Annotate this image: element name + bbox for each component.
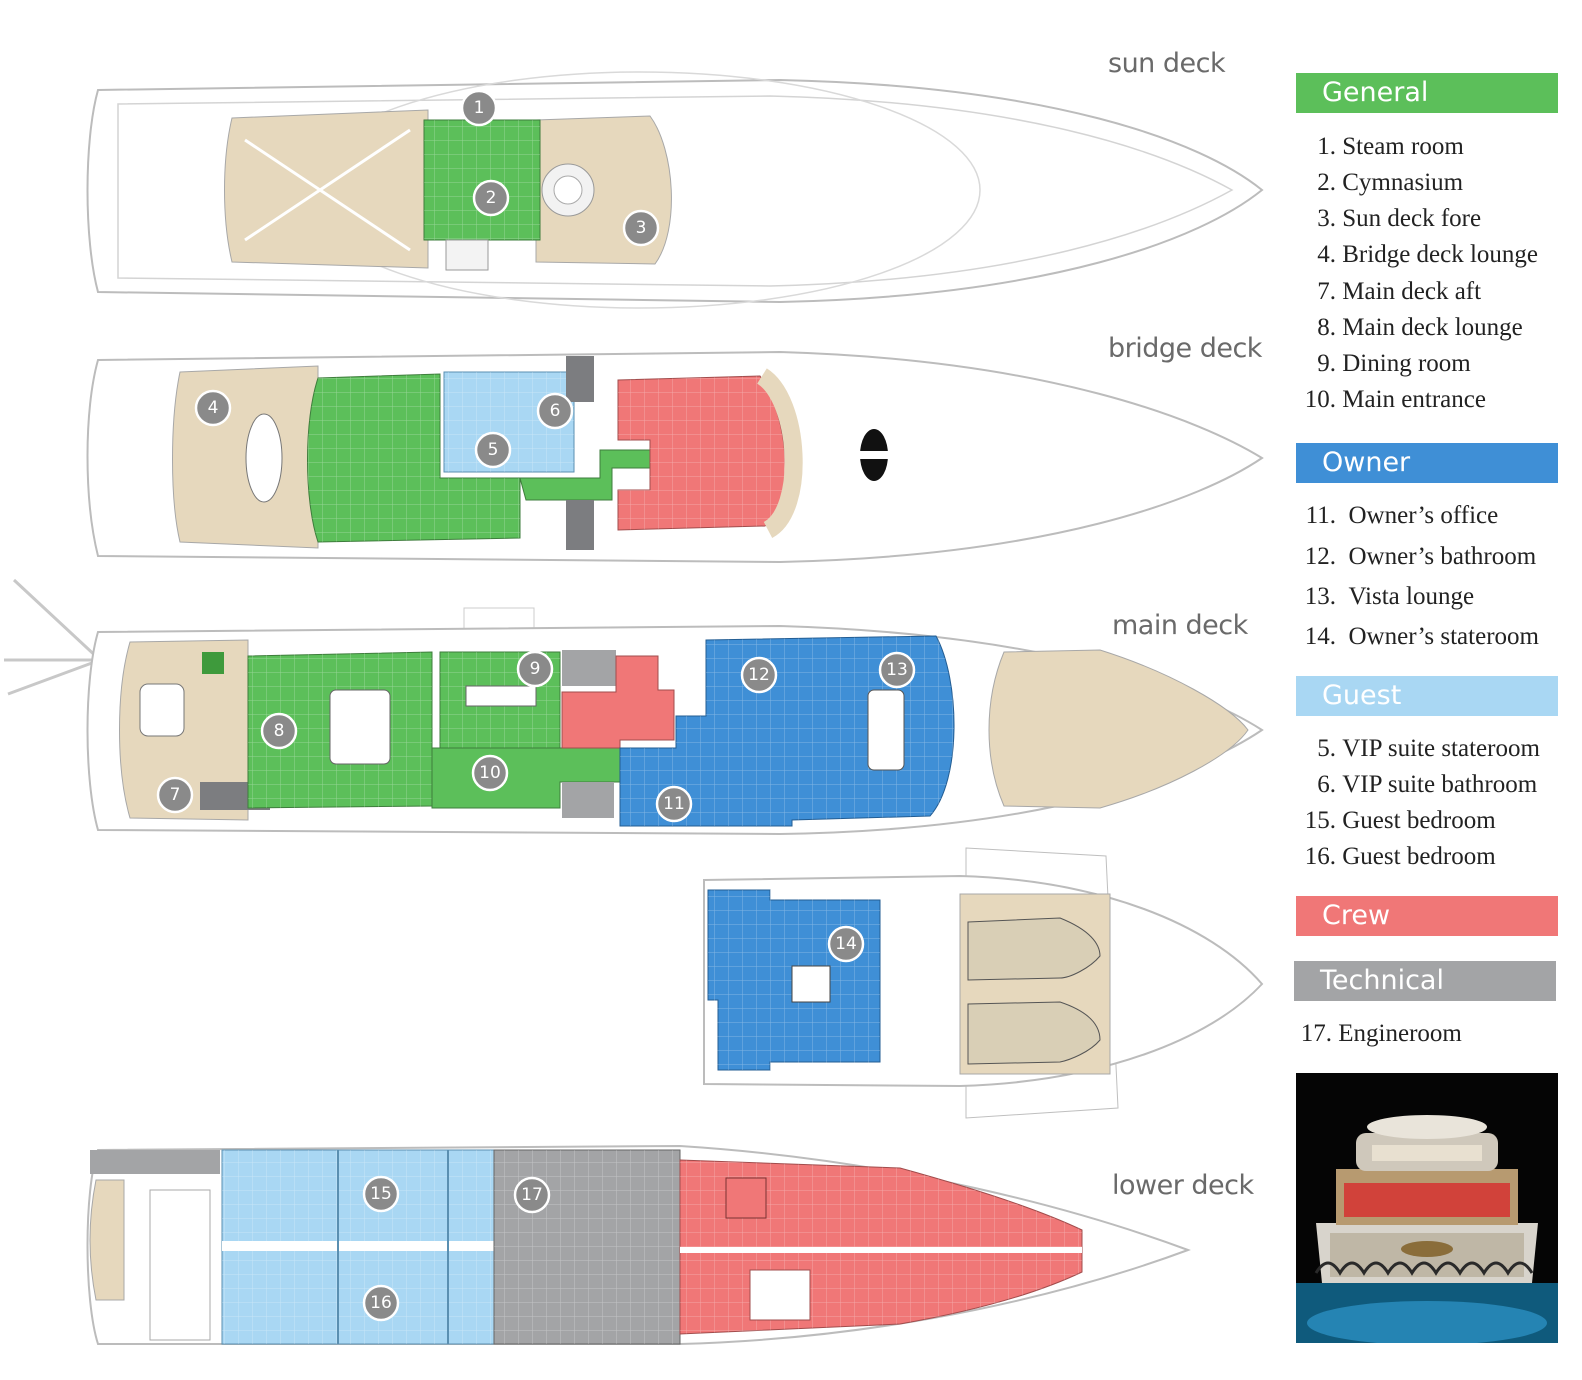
svg-text:14: 14	[835, 934, 857, 954]
sun-deck-label: sun deck	[1108, 48, 1226, 79]
crane-arm	[4, 578, 102, 696]
marker-17[interactable]: 17	[513, 1176, 551, 1214]
lower-tender-garage	[149, 1189, 211, 1341]
legend-item: 14. Owner’s stateroom	[1304, 623, 1539, 650]
svg-text:2: 2	[486, 188, 497, 208]
svg-text:16: 16	[370, 1293, 392, 1313]
legend-item: 12. Owner’s bathroom	[1304, 543, 1537, 570]
svg-text:7: 7	[170, 785, 181, 805]
legend-item: 4. Bridge deck lounge	[1317, 241, 1539, 268]
marker-10[interactable]: 10	[471, 754, 509, 792]
bridge-tech-block-top	[566, 356, 594, 402]
svg-text:3: 3	[636, 218, 647, 238]
svg-text:4: 4	[208, 398, 219, 418]
tender-boat-2	[967, 1001, 1101, 1065]
marker-12[interactable]: 12	[740, 656, 778, 694]
main-deck-label: main deck	[1112, 610, 1248, 641]
lower-deck-plan	[86, 1144, 1191, 1345]
svg-text:13: 13	[886, 660, 908, 680]
svg-text:5: 5	[488, 440, 499, 460]
bridge-deck-aft-deck	[172, 365, 319, 549]
legend-item: 16. Guest bedroom	[1304, 843, 1496, 870]
tender-boat-1	[967, 917, 1101, 981]
svg-text:17: 17	[521, 1185, 543, 1205]
marker-16[interactable]: 16	[362, 1284, 400, 1322]
legend-item: 13. Vista lounge	[1304, 583, 1475, 610]
legend-item: 1. Steam room	[1317, 133, 1464, 160]
sun-deck-plan	[86, 71, 1264, 309]
legend-header-technical: Technical	[1294, 961, 1556, 1001]
legend-item: 7. Main deck aft	[1317, 278, 1482, 305]
main-crew-area	[561, 655, 675, 749]
marker-8[interactable]: 8	[260, 712, 298, 750]
legend-header-crew: Crew	[1296, 896, 1558, 936]
svg-text:8: 8	[274, 721, 285, 741]
marker-14[interactable]: 14	[827, 925, 865, 963]
marker-9[interactable]: 9	[516, 650, 554, 688]
marker-5[interactable]: 5	[474, 431, 512, 469]
marker-2[interactable]: 2	[472, 179, 510, 217]
bridge-deck-label: bridge deck	[1108, 333, 1262, 364]
marker-4[interactable]: 4	[194, 389, 232, 427]
legend-item: 5. VIP suite stateroom	[1317, 735, 1540, 762]
svg-text:1: 1	[474, 98, 485, 118]
marker-13[interactable]: 13	[878, 651, 916, 689]
marker-15[interactable]: 15	[362, 1175, 400, 1213]
legend-header-guest: Guest	[1296, 676, 1558, 716]
svg-text:6: 6	[550, 401, 561, 421]
legend-header-owner: Owner	[1296, 443, 1558, 483]
legend-item: 15. Guest bedroom	[1304, 807, 1496, 834]
main-tech-low-block	[562, 782, 614, 818]
legend-item: 9. Dining room	[1317, 350, 1471, 377]
marker-3[interactable]: 3	[622, 209, 660, 247]
lower-deck-label: lower deck	[1112, 1170, 1254, 1201]
main-deck-fore-deck	[988, 649, 1249, 809]
bridge-tech-block-bottom	[566, 500, 594, 550]
lower-aft-tech	[90, 1150, 220, 1174]
legend-item: 6. VIP suite bathroom	[1317, 771, 1538, 798]
svg-text:15: 15	[370, 1184, 392, 1204]
legend-item: 2. Cymnasium	[1317, 169, 1464, 196]
main-deck-plan	[4, 578, 1264, 836]
marker-6[interactable]: 6	[536, 392, 574, 430]
marker-1[interactable]: 1	[460, 89, 498, 127]
legend-item: 17. Engineroom	[1300, 1020, 1462, 1047]
svg-text:9: 9	[530, 659, 541, 679]
marker-11[interactable]: 11	[655, 785, 693, 823]
legend-item: 3. Sun deck fore	[1317, 205, 1482, 232]
svg-text:11: 11	[663, 794, 685, 814]
yacht-night-illustration	[1296, 1073, 1558, 1343]
legend-item: 10. Main entrance	[1304, 386, 1486, 413]
marker-7[interactable]: 7	[156, 776, 194, 814]
legend-item: 11. Owner’s office	[1305, 502, 1499, 529]
bridge-deck-plan	[86, 350, 1264, 564]
svg-text:12: 12	[748, 665, 770, 685]
owner-deck-plan	[703, 847, 1264, 1119]
legend-header-general: General	[1296, 73, 1558, 113]
main-tech-mid-block	[562, 650, 616, 686]
sun-deck-aft-deck	[224, 109, 429, 269]
lower-aft-deck	[89, 1179, 125, 1301]
yacht-night-photo	[1296, 1073, 1558, 1343]
legend-item: 8. Main deck lounge	[1317, 314, 1523, 341]
svg-text:10: 10	[479, 763, 501, 783]
